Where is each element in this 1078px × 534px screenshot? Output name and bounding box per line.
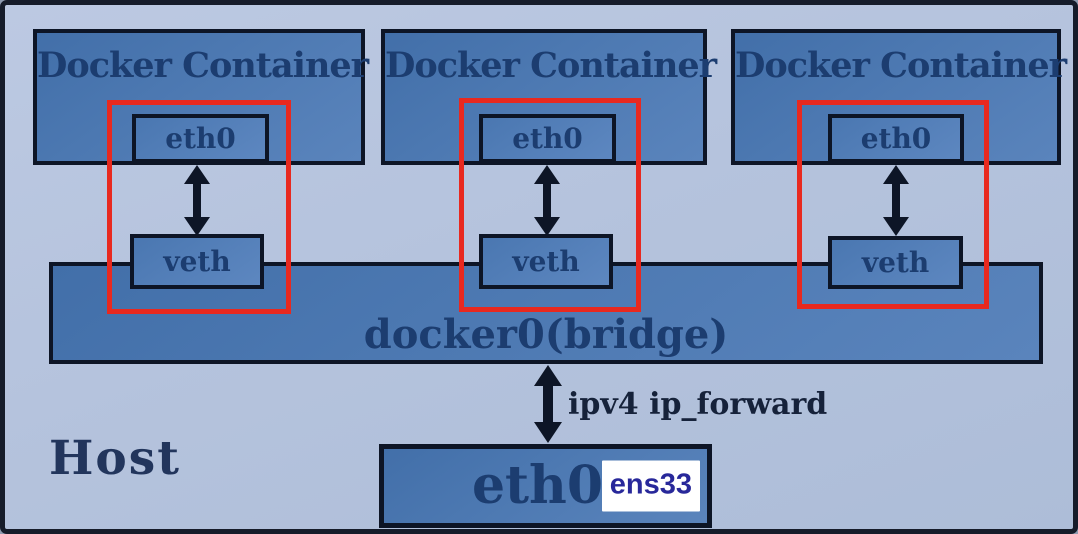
docker-container-title: Docker Container [37,45,369,86]
container-eth0-node-1: eth0 [132,114,269,163]
ip-forward-label: ipv4 ip_forward [568,387,828,422]
container-eth0-label: eth0 [165,122,236,155]
docker-container-title: Docker Container [385,45,717,86]
container-eth0-label: eth0 [860,122,932,155]
container-eth0-node-2: eth0 [479,114,616,163]
eth0-veth-arrow-icon [533,165,561,236]
host-label: Host [49,431,181,486]
veth-node-3: veth [828,236,963,289]
veth-label: veth [512,245,580,278]
docker-container-title: Docker Container [735,45,1067,86]
veth-node-2: veth [479,234,613,289]
container-eth0-label: eth0 [512,122,583,155]
host-eth0-label: eth0 [471,455,604,516]
host-eth0-node: eth0 ens33 [379,444,712,528]
docker-container-2: Docker Container [381,29,717,165]
veth-label: veth [861,246,930,279]
ens33-badge: ens33 [601,460,700,512]
veth-node-1: veth [130,234,264,289]
veth-label: veth [163,245,231,278]
ip-forward-arrow-icon [533,365,563,443]
docker0-bridge-label: docker0(bridge) [363,311,729,358]
eth0-veth-arrow-icon [183,165,211,236]
container-eth0-node-3: eth0 [828,114,964,163]
eth0-veth-arrow-icon [882,165,910,236]
